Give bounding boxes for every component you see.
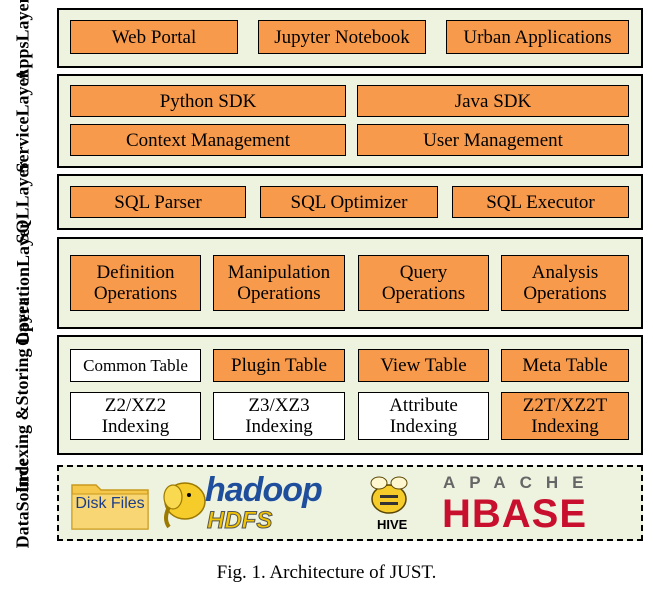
z3-line2: Indexing <box>245 416 313 437</box>
hive-wordmark: HIVE <box>377 517 408 532</box>
hadoop-wordmark: hadoop <box>205 471 323 509</box>
datasource-label-line1: Data <box>12 510 33 548</box>
sql-label-line2: Layer <box>12 160 33 207</box>
query-line1: Query <box>399 262 448 283</box>
apps-layer-panel: Web Portal Jupyter Notebook Urban Applic… <box>57 8 643 68</box>
manipulation-line1: Manipulation <box>227 262 331 283</box>
view-table-box: View Table <box>358 349 489 382</box>
sql-optimizer-box: SQL Optimizer <box>260 186 438 218</box>
apps-layer-label: AppsLayer <box>0 0 46 81</box>
query-line2: Operations <box>381 283 466 304</box>
indexing-label-line2: Storing Layer <box>12 297 33 405</box>
web-portal-box: Web Portal <box>70 20 238 54</box>
meta-table-box: Meta Table <box>501 349 629 382</box>
sql-layer-panel: SQL Parser SQL Optimizer SQL Executor <box>57 174 643 230</box>
z3-line1: Z3/XZ3 <box>248 395 310 416</box>
attribute-line2: Indexing <box>389 416 458 437</box>
attribute-line1: Attribute <box>389 395 458 416</box>
datasource-layer-label: DataSource <box>0 458 46 548</box>
apache-wordmark: APACHE <box>443 473 598 492</box>
python-sdk-box: Python SDK <box>70 85 346 117</box>
z2t-line1: Z2T/XZ2T <box>522 395 608 416</box>
service-layer-label: ServiceLayer <box>0 70 46 172</box>
definition-line2: Operations <box>93 283 178 304</box>
context-management-box: Context Management <box>70 124 346 156</box>
plugin-table-box: Plugin Table <box>213 349 345 382</box>
z2t-line2: Indexing <box>531 416 599 437</box>
sql-parser-box: SQL Parser <box>70 186 246 218</box>
jupyter-notebook-box: Jupyter Notebook <box>258 20 426 54</box>
datasource-panel: Disk Files hadoop HDFS HIVE APACHE HBASE <box>57 465 643 541</box>
apps-label-line2: Layer <box>12 0 33 41</box>
sql-executor-box: SQL Executor <box>452 186 629 218</box>
z2-line2: Indexing <box>101 416 170 437</box>
urban-applications-box: Urban Applications <box>446 20 629 54</box>
datasource-label-line2: Source <box>12 458 33 511</box>
folder-icon: Disk Files <box>70 479 150 531</box>
disk-files-label: Disk Files <box>75 495 145 512</box>
hadoop-elephant-icon <box>159 475 209 531</box>
analysis-line1: Analysis <box>531 262 599 283</box>
operation-label-line2: Layer <box>12 220 33 267</box>
manipulation-line2: Operations <box>237 283 321 304</box>
java-sdk-box: Java SDK <box>357 85 629 117</box>
figure-caption: Fig. 1. Architecture of JUST. <box>216 562 437 583</box>
indexing-layer-label: Indexing &Storing Layer <box>0 297 46 492</box>
hive-bee-icon <box>364 473 414 519</box>
service-layer-panel: Python SDK Java SDK Context Management U… <box>57 74 643 168</box>
hbase-wordmark: HBASE <box>442 492 588 536</box>
analysis-line2: Operations <box>523 283 607 304</box>
service-label-line2: Layer <box>12 70 33 117</box>
indexing-layer-panel: Common Table Plugin Table View Table Met… <box>57 335 643 455</box>
user-management-box: User Management <box>357 124 629 156</box>
z2-line1: Z2/XZ2 <box>104 395 167 416</box>
common-table-box: Common Table <box>70 349 201 382</box>
definition-line1: Definition <box>96 262 175 283</box>
hdfs-wordmark: HDFS <box>206 507 273 535</box>
